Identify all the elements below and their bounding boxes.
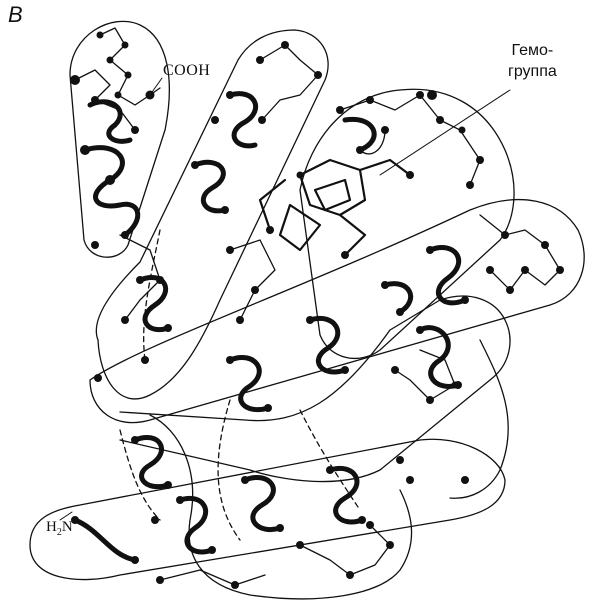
amino-terminus-label: H2N (46, 519, 73, 538)
helix-f (245, 477, 280, 529)
panel-letter: B (8, 2, 23, 28)
backbone-thin (160, 570, 265, 585)
helix-tube-f (30, 439, 505, 579)
helix-tube-g (150, 415, 412, 599)
helix-tube-b (96, 30, 328, 399)
helix-a (85, 148, 138, 235)
backbone-thin (230, 240, 275, 320)
helix-b (195, 162, 225, 211)
helix-f (330, 468, 362, 522)
helix-a (90, 102, 130, 142)
backbone-thin (480, 215, 560, 290)
helix-c (345, 119, 374, 150)
helix-f (180, 498, 212, 552)
helix-tube-d (90, 200, 584, 423)
helix-tube-c (300, 89, 514, 358)
backbone-thin (260, 45, 318, 120)
heme-label-leader (380, 90, 510, 175)
heme-group-label: Гемо- группа (508, 40, 557, 82)
hidden-segment (218, 400, 240, 540)
helix-b (230, 94, 256, 146)
carboxyl-terminus-label: COOH (163, 62, 210, 80)
helix-d (385, 284, 411, 312)
helix-c (430, 247, 465, 302)
amino-terminus-h: H (46, 519, 57, 535)
helix-d (310, 318, 345, 372)
heme-group-label-line1: Гемо- (508, 40, 557, 61)
helix-tube-h (450, 340, 508, 498)
helix-d (230, 357, 268, 409)
heme-group (260, 160, 410, 255)
amino-terminus-n: N (62, 519, 73, 535)
heme-group-label-line2: группа (508, 61, 557, 82)
helix-f (75, 520, 135, 560)
